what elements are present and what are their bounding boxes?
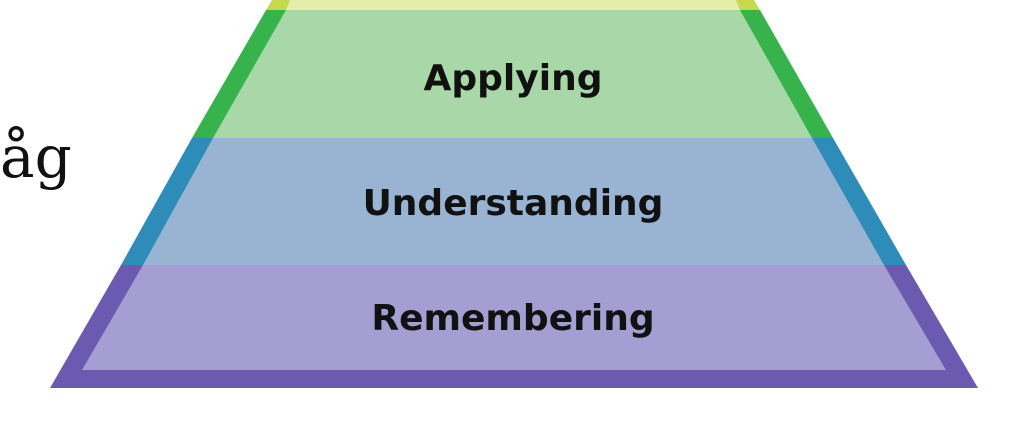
pyramid-level-understanding-fill — [143, 138, 884, 265]
level-label-understanding: Understanding — [363, 183, 664, 224]
pyramid-level-applying-fill — [213, 10, 812, 138]
level-label-applying: Applying — [424, 58, 603, 99]
pyramid-level-remembering-fill — [82, 265, 946, 370]
level-label-remembering: Remembering — [371, 298, 654, 339]
cropped-side-text: åg — [0, 123, 72, 191]
pyramid-top-partial-fill — [286, 0, 740, 10]
